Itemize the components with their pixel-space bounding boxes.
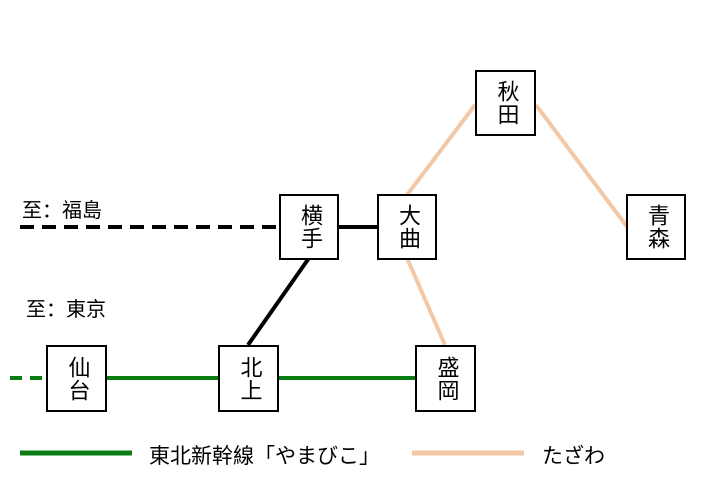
line-omagari-morioka <box>405 257 447 346</box>
station-morioka: 盛岡 <box>415 345 476 412</box>
station-yokote: 横手 <box>279 194 339 260</box>
station-kitakami-label: 北上 <box>236 355 262 402</box>
station-omagari-label: 大曲 <box>395 204 420 250</box>
line-yokote-kitakami <box>246 256 311 347</box>
station-akita-label: 秋田 <box>493 80 519 126</box>
destination-tokyo: 至：東京 <box>26 297 106 321</box>
station-aomori: 青森 <box>626 194 686 260</box>
legend-shinkansen-label: 東北新幹線「やまびこ」 <box>149 444 380 468</box>
line-akita-aomori <box>534 103 630 230</box>
station-kitakami: 北上 <box>218 345 279 412</box>
station-omagari: 大曲 <box>377 194 437 260</box>
station-aomori-label: 青森 <box>644 204 669 250</box>
station-yokote-label: 横手 <box>297 204 322 250</box>
destination-fukushima: 至：福島 <box>22 198 102 222</box>
station-akita: 秋田 <box>475 70 536 136</box>
legend-tazawa-label: たざわ <box>542 444 605 468</box>
station-sendai: 仙台 <box>46 345 107 412</box>
station-morioka-label: 盛岡 <box>433 355 459 402</box>
station-sendai-label: 仙台 <box>64 355 90 402</box>
line-omagari-akita <box>405 103 477 197</box>
